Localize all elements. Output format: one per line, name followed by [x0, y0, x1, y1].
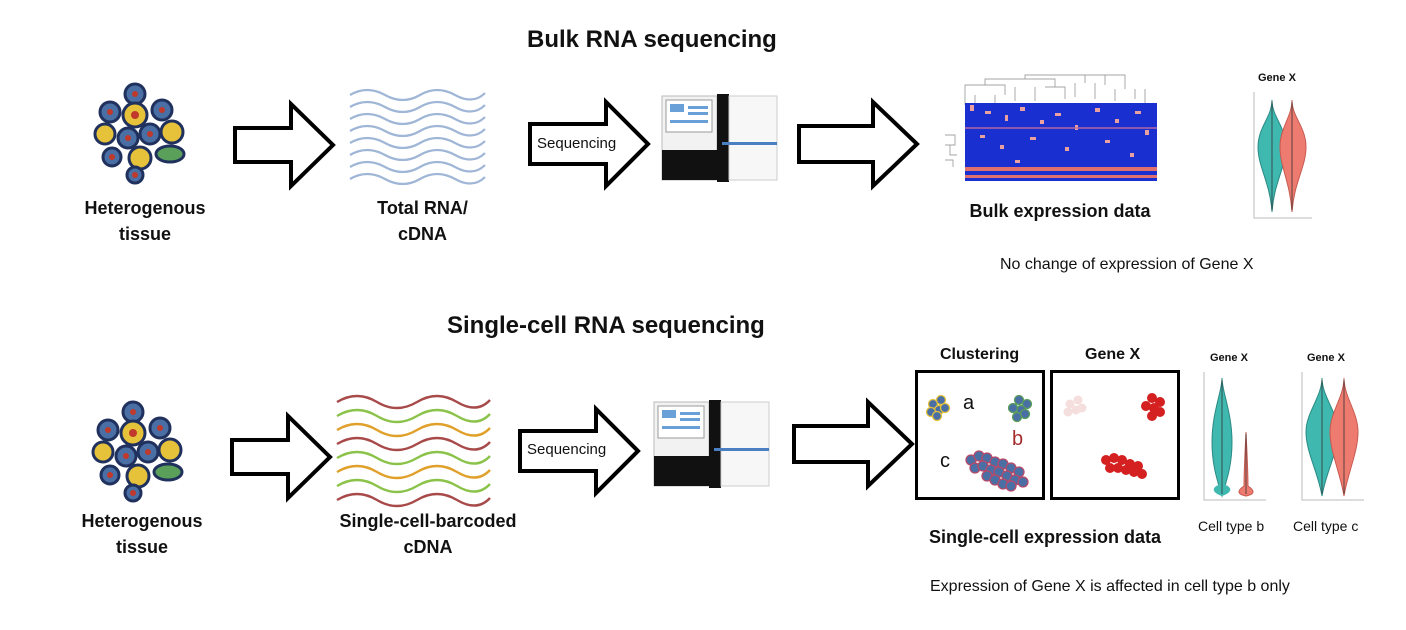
- genex-feature-plot: [1050, 370, 1180, 500]
- bulk-tissue-label: Heterogenous tissue: [60, 195, 230, 247]
- tissue-icon-single-cell: [91, 400, 184, 503]
- bulk-violin-title: Gene X: [1258, 72, 1296, 84]
- bulk-sequencing-label: Sequencing: [537, 135, 617, 152]
- arrow-icon-bulk-2: [797, 97, 920, 191]
- violin-plot-cell-type-c: [1301, 372, 1364, 501]
- bulk-rna-label-line2: cDNA: [397, 224, 447, 244]
- heatmap-icon: [945, 74, 1157, 181]
- bulk-tissue-label-line1: Heterogenous: [84, 198, 206, 218]
- sequencing-arrow-single-cell: [518, 404, 641, 498]
- cluster-a-label: a: [963, 392, 975, 414]
- tissue-icon-bulk: [93, 82, 186, 185]
- single-cell-sequencing-label: Sequencing: [527, 441, 607, 458]
- single-cell-title: Single-cell RNA sequencing: [447, 312, 765, 339]
- bulk-violin-plot: [1253, 92, 1312, 219]
- single-cell-tissue-label: Heterogenous tissue: [57, 508, 227, 560]
- bulk-rna-label: Total RNA/ cDNA: [350, 195, 495, 247]
- rna-waves-icon-bulk: [349, 88, 486, 186]
- bulk-rna-label-line1: Total RNA/: [377, 198, 468, 218]
- single-cell-rna-label-line2: cDNA: [403, 537, 453, 557]
- bulk-tissue-label-line2: tissue: [118, 224, 172, 244]
- violin-c-caption: Cell type c: [1293, 518, 1359, 534]
- arrow-icon-single-cell-1: [230, 411, 333, 503]
- clustering-plot: [915, 370, 1045, 500]
- bulk-title: Bulk RNA sequencing: [527, 26, 777, 53]
- arrow-icon-bulk-1: [233, 99, 336, 191]
- single-cell-conclusion: Expression of Gene X is affected in cell…: [930, 578, 1290, 595]
- violin-b-title: Gene X: [1210, 352, 1248, 364]
- cluster-c-label: c: [940, 450, 950, 472]
- cluster-b-label: b: [1012, 428, 1024, 450]
- bulk-conclusion: No change of expression of Gene X: [1000, 256, 1254, 273]
- violin-c-title: Gene X: [1307, 352, 1345, 364]
- genex-feature-title: Gene X: [1085, 346, 1141, 363]
- single-cell-rna-label-line1: Single-cell-barcoded: [339, 511, 517, 531]
- sequencer-icon-bulk: [661, 94, 778, 182]
- single-cell-rna-label: Single-cell-barcoded cDNA: [318, 508, 538, 560]
- clustering-title: Clustering: [940, 346, 1020, 363]
- barcoded-cdna-waves-icon: [336, 394, 491, 508]
- bulk-output-label: Bulk expression data: [969, 201, 1151, 221]
- sequencer-icon-single-cell: [653, 400, 770, 488]
- single-cell-tissue-label-line2: tissue: [115, 537, 169, 557]
- violin-b-caption: Cell type b: [1198, 518, 1265, 534]
- arrow-icon-single-cell-2: [792, 397, 915, 491]
- sequencing-arrow-bulk: [528, 97, 651, 191]
- single-cell-output-label: Single-cell expression data: [928, 527, 1162, 547]
- single-cell-tissue-label-line1: Heterogenous: [81, 511, 203, 531]
- violin-plot-cell-type-b: [1203, 372, 1266, 501]
